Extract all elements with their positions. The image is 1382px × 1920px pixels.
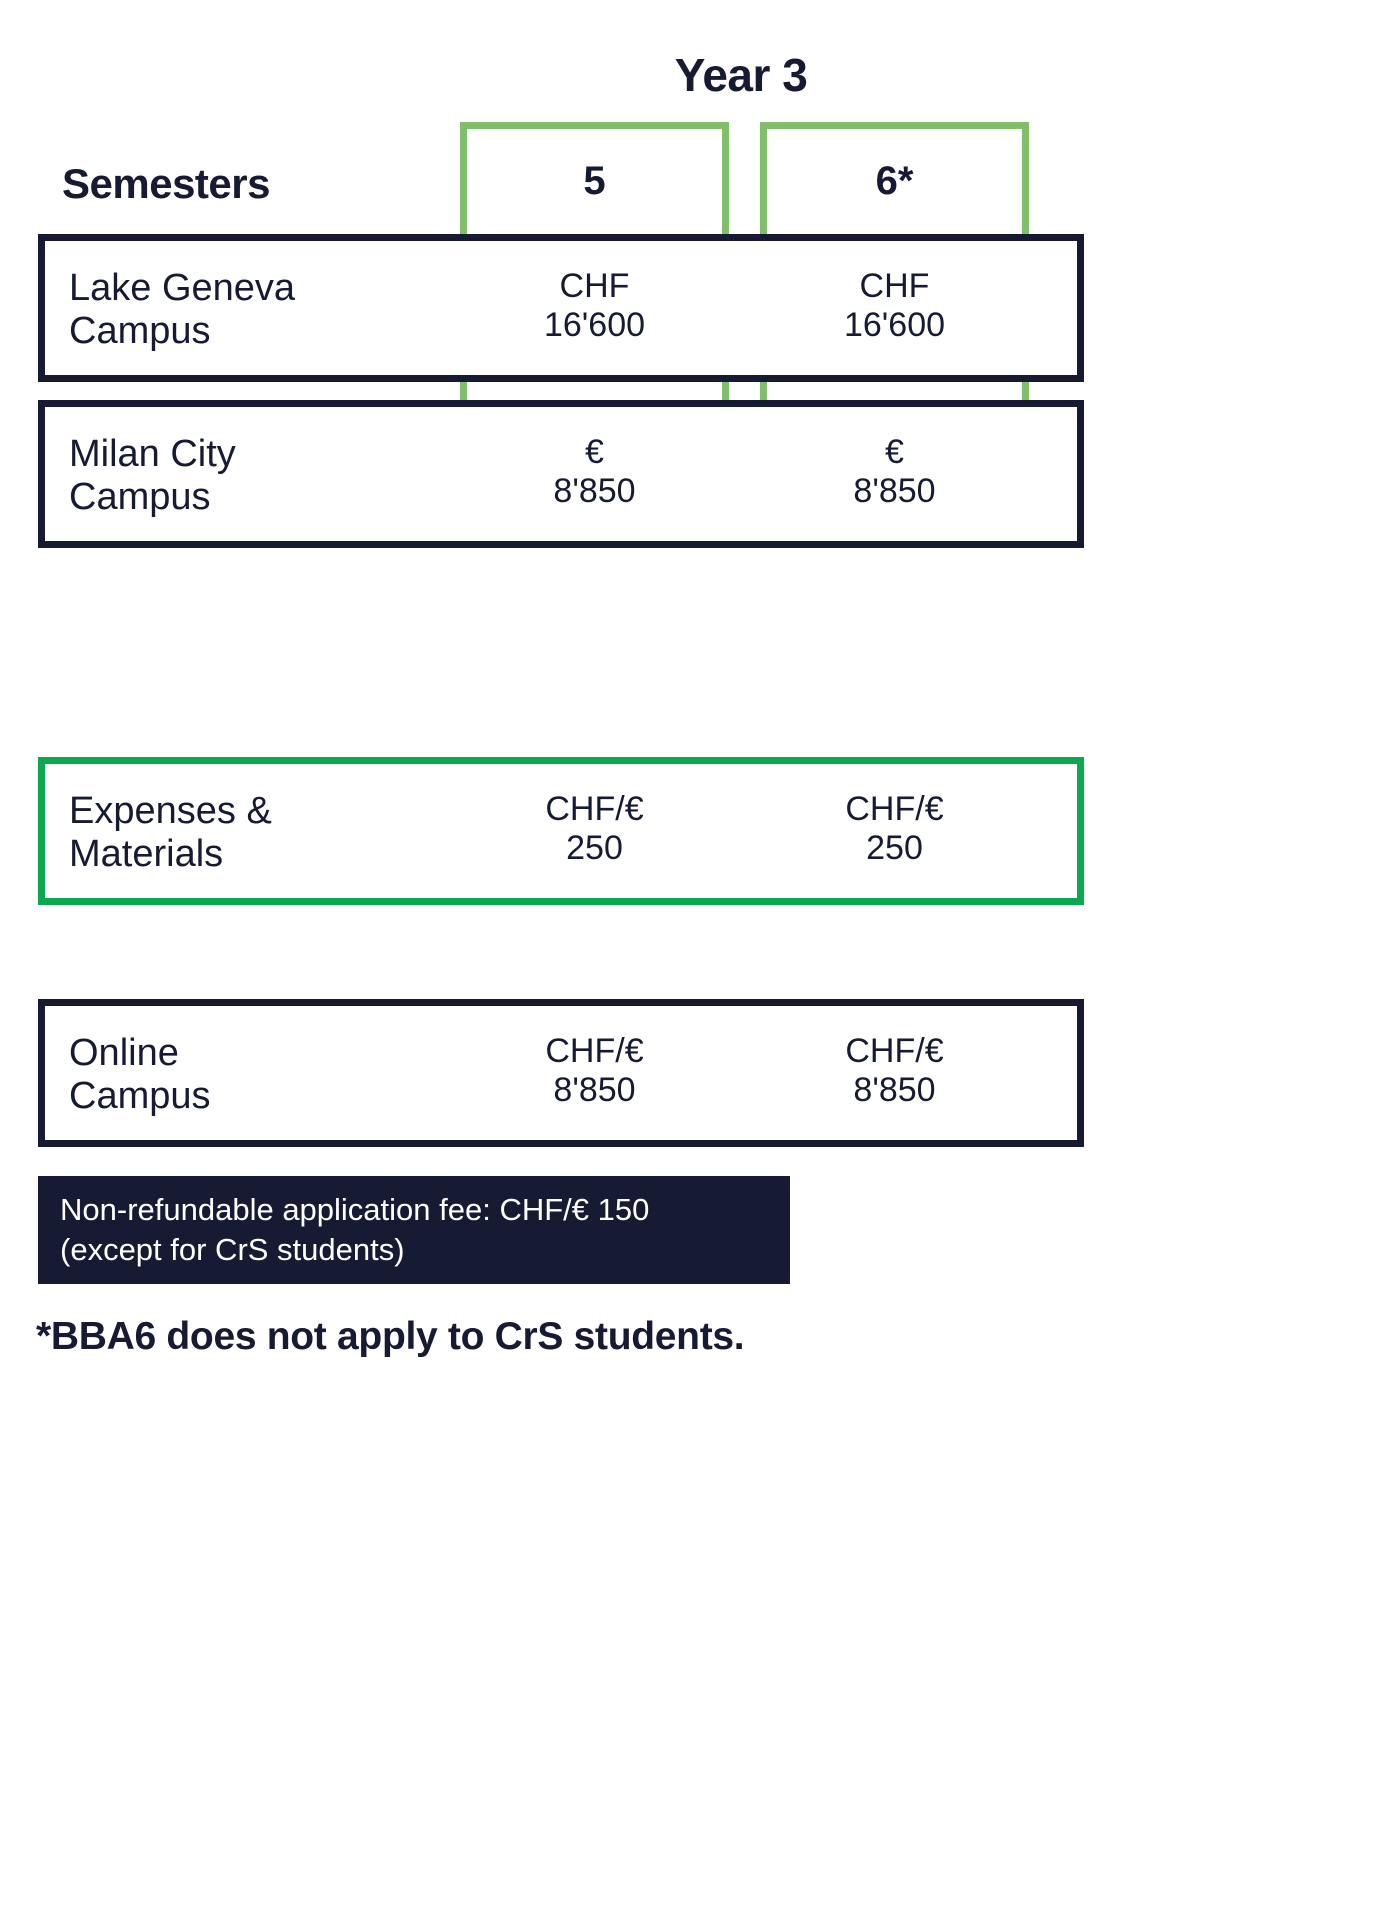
row-label: Lake Geneva Campus — [69, 267, 296, 352]
cell-sem5: € 8'850 — [553, 433, 636, 511]
application-fee-text: Non-refundable application fee: CHF/€ 15… — [60, 1192, 650, 1267]
table-row-expenses-and-materials: Expenses & Materials CHF/€ 250 CHF/€ 250 — [38, 757, 1084, 905]
semesters-label: Semesters — [62, 160, 270, 207]
cell-sem6: CHF 16'600 — [843, 267, 946, 345]
cell-sem5: CHF 16'600 — [543, 267, 646, 345]
semester-header-5: 5 — [460, 122, 729, 232]
table-row-milan-city-campus: Milan City Campus € 8'850 € 8'850 — [38, 400, 1084, 548]
semester-number-6: 6* — [875, 159, 914, 203]
table-row-lake-geneva-campus: Lake Geneva Campus CHF 16'600 CHF 16'600 — [38, 234, 1084, 382]
cell-sem5: CHF/€ 8'850 — [545, 1032, 644, 1110]
cell-sem6: CHF/€ 250 — [845, 790, 944, 868]
semester-header-6: 6* — [760, 122, 1029, 232]
table-row-online-campus: Online Campus CHF/€ 8'850 CHF/€ 8'850 — [38, 999, 1084, 1147]
application-fee-badge: Non-refundable application fee: CHF/€ 15… — [38, 1176, 790, 1284]
cell-sem6: CHF/€ 8'850 — [845, 1032, 944, 1110]
row-label: Milan City Campus — [69, 433, 236, 518]
cell-sem6: € 8'850 — [853, 433, 936, 511]
row-label: Online Campus — [69, 1032, 211, 1117]
row-label: Expenses & Materials — [69, 790, 272, 875]
semester-number-5: 5 — [583, 159, 606, 203]
footnote: *BBA6 does not apply to CrS students. — [36, 1315, 745, 1358]
cell-sem5: CHF/€ 250 — [545, 790, 644, 868]
page-title: Year 3 — [674, 49, 808, 101]
